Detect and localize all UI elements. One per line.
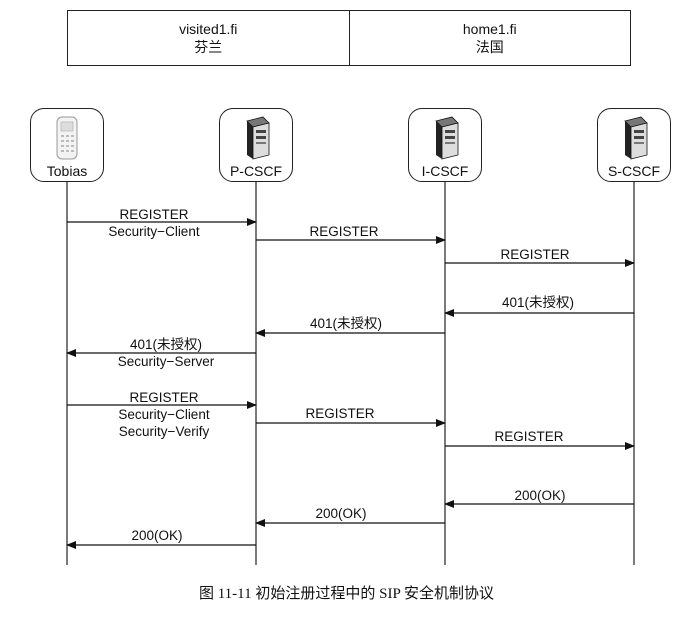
message-line: Security−Server	[117, 354, 215, 369]
message-line: 401(未授权)	[309, 316, 383, 331]
message-line: Security−Verify	[118, 424, 210, 439]
server-icon	[435, 116, 459, 160]
message-line: REGISTER	[119, 207, 189, 222]
server-icon	[624, 116, 648, 160]
message-label-200-ok: 200(OK)	[131, 527, 182, 544]
message-line: 200(OK)	[131, 528, 183, 543]
message-label-401-unauthorized: 401(未授权)	[310, 315, 382, 332]
message-label-200-ok: 200(OK)	[315, 505, 366, 522]
domain-home-country: 法国	[475, 39, 504, 55]
phone-terminal-icon	[56, 116, 78, 160]
server-icon	[246, 116, 270, 160]
node-pcscf-label: P-CSCF	[229, 163, 283, 179]
message-line: REGISTER	[305, 406, 375, 421]
message-line: 401(未授权)	[501, 295, 575, 310]
message-label-register-security-client: REGISTER Security−Client	[108, 206, 199, 240]
node-pcscf: P-CSCF	[219, 108, 293, 182]
message-label-401-security-server: 401(未授权) Security−Server	[118, 336, 214, 370]
domain-home: home1.fi 法国	[348, 11, 631, 65]
message-label-register-security-client-verify: REGISTER Security−Client Security−Verify	[118, 389, 209, 440]
message-label-register: REGISTER	[309, 223, 378, 240]
message-line: REGISTER	[494, 429, 564, 444]
message-line: 200(OK)	[514, 488, 566, 503]
message-label-register: REGISTER	[500, 246, 569, 263]
node-tobias-label: Tobias	[46, 163, 88, 179]
message-line: Security−Client	[108, 224, 200, 239]
message-label-register: REGISTER	[305, 405, 374, 422]
message-label-401-unauthorized: 401(未授权)	[502, 294, 574, 311]
domain-visited: visited1.fi 芬兰	[68, 11, 349, 65]
domain-home-host: home1.fi	[462, 21, 517, 37]
node-icscf: I-CSCF	[408, 108, 482, 182]
domain-header: visited1.fi 芬兰 home1.fi 法国	[67, 10, 631, 66]
message-line: REGISTER	[500, 247, 570, 262]
message-line: 401(未授权)	[129, 337, 203, 352]
domain-visited-country: 芬兰	[194, 39, 223, 55]
figure-caption: 图 11-11 初始注册过程中的 SIP 安全机制协议	[198, 586, 494, 602]
message-line: Security−Client	[118, 407, 210, 422]
message-line: REGISTER	[309, 224, 379, 239]
node-scscf-label: S-CSCF	[607, 163, 661, 179]
message-label-200-ok: 200(OK)	[514, 487, 565, 504]
message-line: 200(OK)	[315, 506, 367, 521]
message-label-register: REGISTER	[494, 428, 563, 445]
node-icscf-label: I-CSCF	[421, 163, 469, 179]
domain-visited-host: visited1.fi	[179, 21, 238, 37]
node-scscf: S-CSCF	[597, 108, 671, 182]
node-tobias: Tobias	[30, 108, 104, 182]
message-line: REGISTER	[129, 390, 199, 405]
